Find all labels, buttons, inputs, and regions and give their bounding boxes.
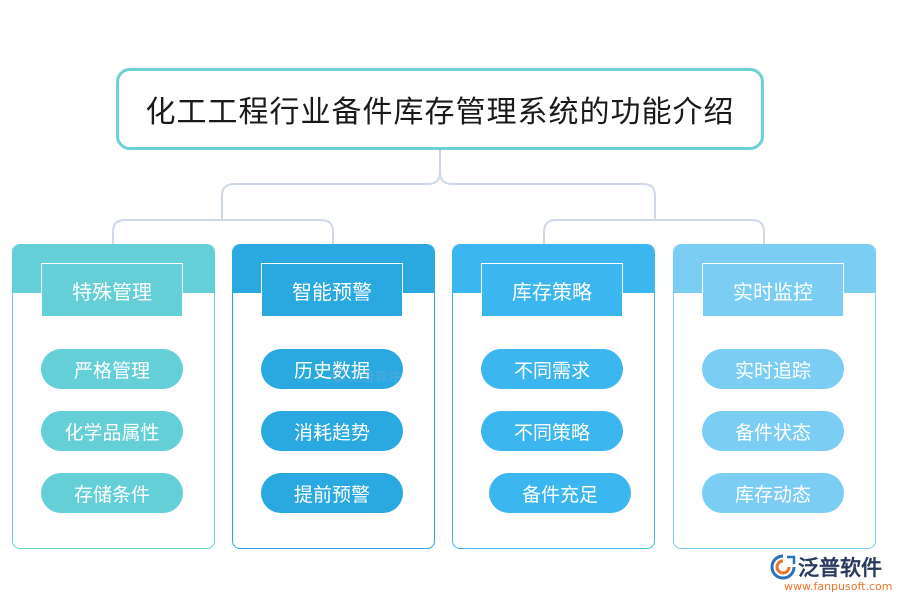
item-pill: 消耗趋势 bbox=[261, 411, 403, 451]
item-pill: 化学品属性 bbox=[41, 411, 183, 451]
column-card-warning: 智能预警 历史数据 消耗趋势 提前预警 bbox=[232, 244, 435, 549]
brand-name: 泛普软件 bbox=[798, 556, 882, 580]
item-pill: 存储条件 bbox=[41, 473, 183, 513]
column-header: 智能预警 bbox=[261, 263, 403, 317]
item-pill: 库存动态 bbox=[702, 473, 844, 513]
connector-main bbox=[221, 150, 441, 220]
column-card-special: 特殊管理 严格管理 化学品属性 存储条件 bbox=[12, 244, 215, 549]
item-pill: 备件状态 bbox=[702, 411, 844, 451]
column-card-monitor: 实时监控 实时追踪 备件状态 库存动态 bbox=[673, 244, 876, 549]
item-pill: 不同策略 bbox=[481, 411, 623, 451]
item-pill: 实时追踪 bbox=[702, 349, 844, 389]
diagram-title: 化工工程行业备件库存管理系统的功能介绍 bbox=[145, 95, 735, 130]
connector-left-pair bbox=[112, 219, 334, 244]
title-box: 化工工程行业备件库存管理系统的功能介绍 bbox=[116, 68, 764, 150]
column-header: 库存策略 bbox=[481, 263, 623, 317]
column-header: 实时监控 bbox=[702, 263, 844, 317]
brand-url: www.fanpusoft.com bbox=[784, 580, 893, 593]
brand-icon bbox=[770, 554, 796, 580]
column-header: 特殊管理 bbox=[41, 263, 183, 317]
item-pill: 历史数据 bbox=[261, 349, 403, 389]
item-pill: 提前预警 bbox=[261, 473, 403, 513]
connector-right-pair bbox=[543, 219, 765, 244]
column-card-strategy: 库存策略 不同需求 不同策略 备件充足 bbox=[452, 244, 655, 549]
item-pill: 备件充足 bbox=[489, 473, 631, 513]
item-pill: 严格管理 bbox=[41, 349, 183, 389]
connector-main-right bbox=[439, 171, 656, 220]
brand-logo: 泛普软件 www.fanpusoft.com bbox=[770, 552, 895, 596]
item-pill: 不同需求 bbox=[481, 349, 623, 389]
